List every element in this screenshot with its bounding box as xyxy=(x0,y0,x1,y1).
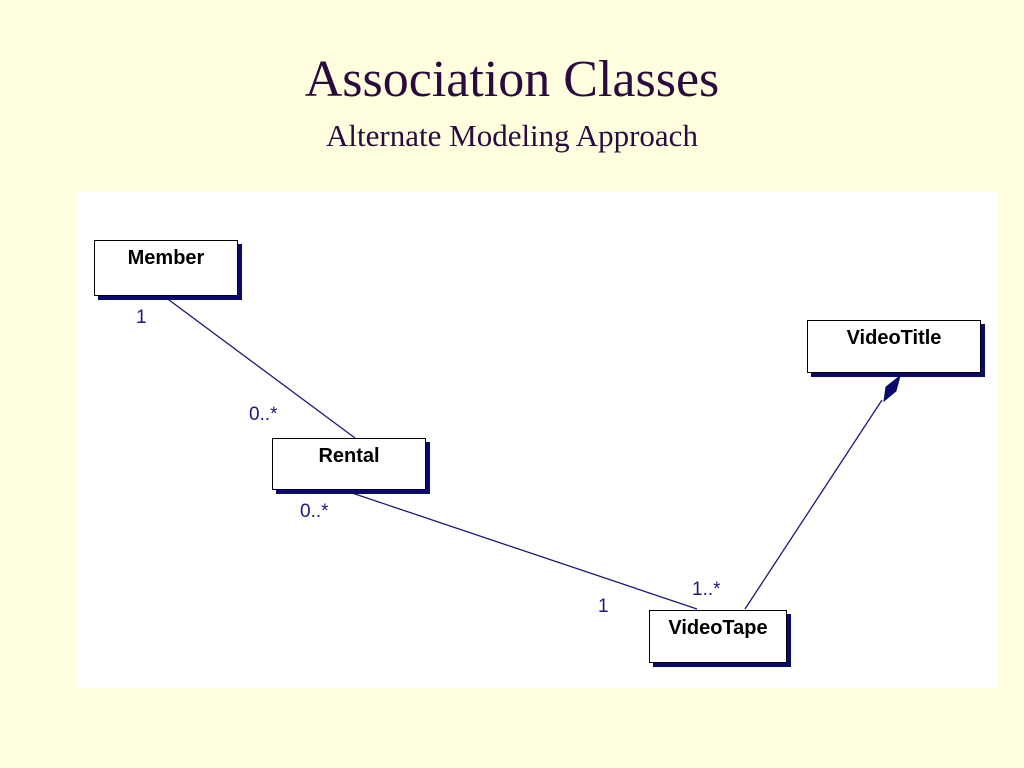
uml-class-diagram: Member Rental VideoTape VideoTitle 1 0..… xyxy=(77,191,998,688)
class-member: Member xyxy=(94,240,238,296)
association-member-rental xyxy=(164,296,356,439)
composition-videotape-videotitle xyxy=(744,399,883,610)
multiplicity-rental-end-member-assoc: 0..* xyxy=(249,404,278,425)
composition-diamond xyxy=(883,374,901,403)
association-rental-videotape xyxy=(351,492,698,610)
slide-subtitle: Alternate Modeling Approach xyxy=(326,118,698,153)
multiplicity-rental-end-videotape-assoc: 0..* xyxy=(300,501,329,522)
class-videotitle: VideoTitle xyxy=(807,320,981,373)
multiplicity-member-end: 1 xyxy=(136,307,147,328)
multiplicity-videotape-end-rental-assoc: 1 xyxy=(598,596,609,617)
slide-title: Association Classes xyxy=(304,51,720,108)
class-videotape: VideoTape xyxy=(649,610,787,663)
multiplicity-videotape-end-videotitle-assoc: 1..* xyxy=(692,579,721,600)
class-rental: Rental xyxy=(272,438,426,490)
association-lines xyxy=(164,296,901,610)
